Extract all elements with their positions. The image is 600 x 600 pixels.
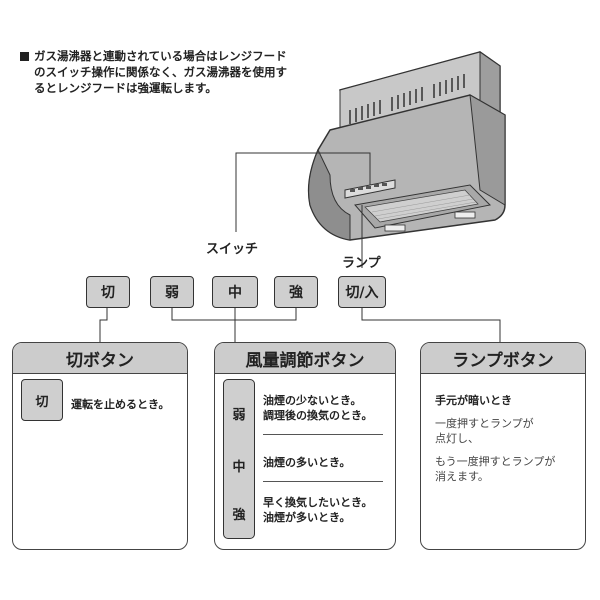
lamp-panel: ランプボタン 手元が暗いとき 一度押すとランプが 点灯し、 もう一度押すとランプ… xyxy=(420,342,586,550)
weak-button[interactable]: 弱 xyxy=(150,276,194,308)
lamp-toggle-button[interactable]: 切/入 xyxy=(338,276,386,308)
lamp-line-4: 消えます。 xyxy=(435,470,489,483)
weak-desc-1: 油煙の少ないとき。 xyxy=(263,394,362,407)
lamp-heading: 手元が暗いとき xyxy=(435,394,512,407)
speed-strong-label: 強 xyxy=(232,508,246,523)
off-panel: 切ボタン 切 運転を止めるとき。 xyxy=(12,342,188,550)
lamp-line-2: 点灯し、 xyxy=(435,432,479,445)
off-panel-desc: 運転を止めるとき。 xyxy=(71,398,170,411)
speed-button-column: 弱 中 強 xyxy=(223,379,255,539)
medium-desc: 油煙の多いとき。 xyxy=(263,456,351,469)
off-button[interactable]: 切 xyxy=(86,276,130,308)
fan-speed-panel: 風量調節ボタン 弱 中 強 油煙の少ないとき。 調理後の換気のとき。 油煙の多い… xyxy=(214,342,396,550)
strong-button[interactable]: 強 xyxy=(274,276,318,308)
note-text: ガス湯沸器と連動されている場合はレンジフードのスイッチ操作に関係なく、ガス湯沸器… xyxy=(34,49,287,95)
strong-desc-2: 油煙が多いとき。 xyxy=(263,511,351,524)
off-panel-button: 切 xyxy=(21,379,63,421)
lamp-label: ランプ xyxy=(342,256,381,271)
off-panel-title: 切ボタン xyxy=(13,343,187,374)
separator xyxy=(263,481,383,482)
weak-desc-2: 調理後の換気のとき。 xyxy=(263,409,373,422)
speed-weak-label: 弱 xyxy=(232,408,246,423)
note-bullet-icon xyxy=(20,52,29,61)
speed-medium-label: 中 xyxy=(232,460,246,475)
lamp-panel-title: ランプボタン xyxy=(421,343,585,374)
lamp-line-3: もう一度押すとランプが xyxy=(435,455,556,468)
medium-button[interactable]: 中 xyxy=(212,276,258,308)
fan-speed-panel-title: 風量調節ボタン xyxy=(215,343,395,374)
lamp-line-1: 一度押すとランプが xyxy=(435,417,534,430)
strong-desc-1: 早く換気したいとき。 xyxy=(263,496,373,509)
switch-label: スイッチ xyxy=(206,242,259,257)
separator xyxy=(263,434,383,435)
